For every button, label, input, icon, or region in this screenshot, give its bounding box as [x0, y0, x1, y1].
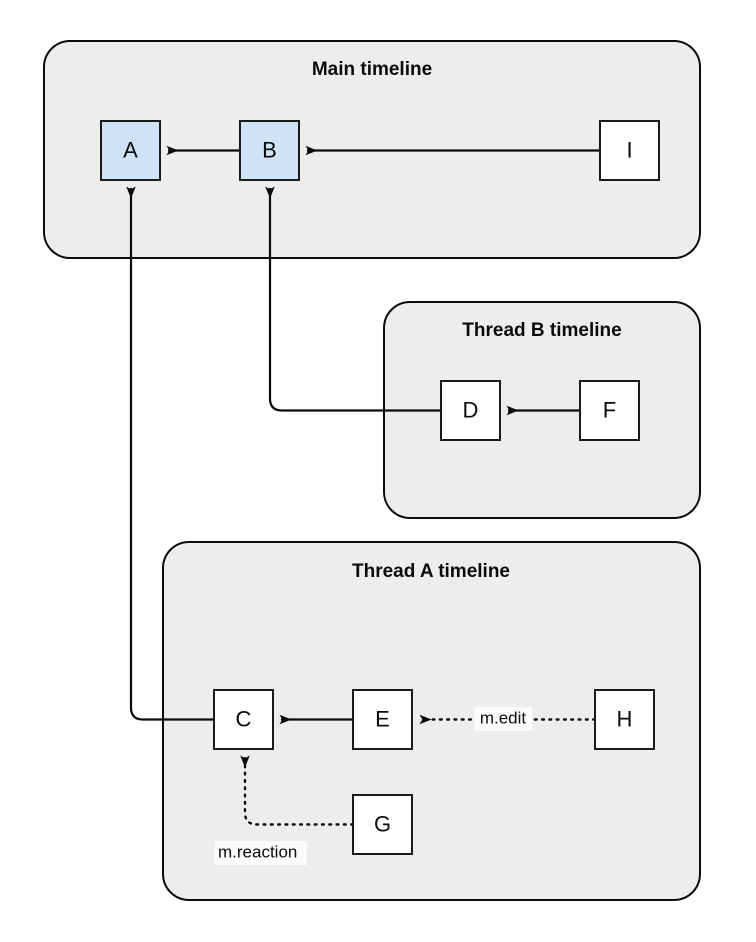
group-title-main-timeline: Main timeline: [312, 59, 432, 80]
edge-label-background: [215, 841, 307, 865]
node-box-F[interactable]: [579, 380, 640, 441]
node-box-A[interactable]: [100, 120, 161, 181]
node-box-B[interactable]: [239, 120, 300, 181]
edge-label-background: [474, 707, 532, 731]
node-label-E: E: [375, 706, 390, 731]
node-label-G: G: [374, 811, 391, 836]
node-box-E[interactable]: [352, 689, 413, 750]
group-box-thread-a-timeline: [162, 541, 701, 901]
node-B[interactable]: B: [239, 120, 300, 181]
group-title-thread-b-timeline: Thread B timeline: [462, 320, 621, 341]
edge-label-G-to-C: m.reaction: [215, 841, 307, 865]
node-F[interactable]: F: [579, 380, 640, 441]
edge-label-text: m.edit: [480, 708, 527, 727]
edge-G-to-C: [240, 755, 355, 826]
node-label-H: H: [617, 706, 633, 731]
node-D[interactable]: D: [440, 380, 501, 441]
node-A[interactable]: A: [100, 120, 161, 181]
node-box-D[interactable]: [440, 380, 501, 441]
node-G[interactable]: G: [352, 794, 413, 855]
node-H[interactable]: H: [594, 689, 655, 750]
node-label-I: I: [626, 137, 632, 162]
node-label-C: C: [236, 706, 252, 731]
node-E[interactable]: E: [352, 689, 413, 750]
node-label-A: A: [123, 137, 138, 162]
edge-label-text: m.reaction: [218, 842, 297, 861]
node-label-F: F: [603, 397, 616, 422]
event-nodes: A B I D F C E H G: [100, 120, 660, 855]
node-label-D: D: [463, 397, 479, 422]
edge-label-H-to-E: m.edit: [474, 707, 532, 731]
node-I[interactable]: I: [599, 120, 660, 181]
node-box-H[interactable]: [594, 689, 655, 750]
edge-labels: m.edit m.reaction: [215, 707, 532, 865]
node-box-I[interactable]: [599, 120, 660, 181]
node-C[interactable]: C: [213, 689, 274, 750]
edge-D-to-B: [265, 186, 441, 412]
edge-C-to-A: [126, 186, 214, 721]
node-box-C[interactable]: [213, 689, 274, 750]
node-label-B: B: [262, 137, 277, 162]
group-title-thread-a-timeline: Thread A timeline: [352, 561, 510, 582]
node-box-G[interactable]: [352, 794, 413, 855]
edges: [126, 145, 600, 826]
